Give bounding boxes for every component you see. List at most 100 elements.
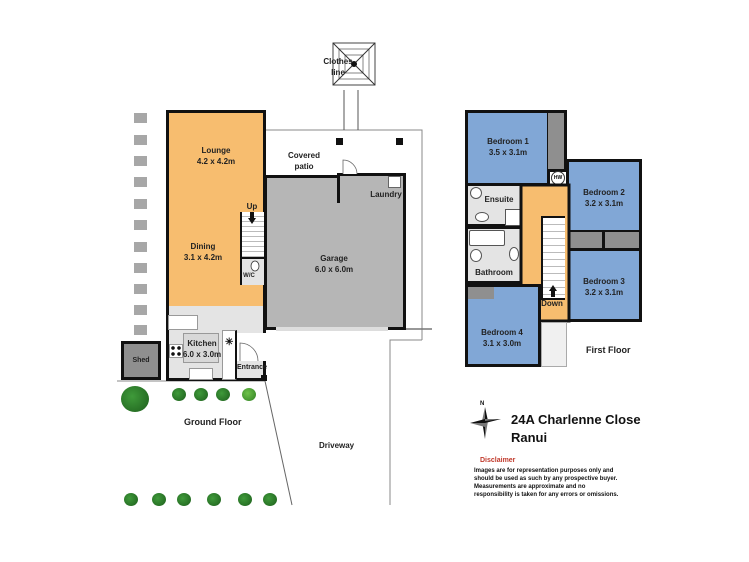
bathtub-icon: [469, 230, 505, 246]
first-floor-title: First Floor: [586, 345, 631, 355]
room-ensuite-label: Ensuite: [484, 195, 514, 204]
garage-name: Garage: [320, 254, 348, 263]
room-dining-label: Dining 3.1 x 4.2m: [178, 241, 228, 263]
paver: [134, 177, 147, 187]
kitchen-bench: [168, 315, 198, 330]
sink-icon: [189, 368, 213, 380]
basin-icon: [509, 247, 519, 261]
patio-post: [396, 138, 403, 145]
stairs-arrow-up-icon: [549, 285, 557, 297]
disclaimer-text: Images are for representation purposes o…: [474, 468, 619, 498]
garage-door-gap: [276, 327, 388, 331]
covered-patio-label-2: patio: [294, 162, 314, 171]
room-bedroom-2-label: Bedroom 2 3.2 x 3.1m: [579, 187, 629, 209]
paver: [134, 284, 147, 294]
covered-patio-label-1: Covered: [287, 151, 320, 160]
shrub-icon: [194, 388, 208, 401]
clothes-line-label-1: Clothes: [323, 57, 353, 66]
room-shed-label: Shed: [132, 357, 150, 364]
stairs-arrow-down-icon: [248, 212, 256, 224]
paver: [134, 242, 147, 252]
room-bedroom-2: [566, 159, 642, 233]
room-entrance-label: Entrance: [237, 364, 267, 371]
wardrobe-divider: [602, 232, 605, 249]
kitchen-side-bench: [222, 330, 237, 380]
paver: [134, 156, 147, 166]
kitchen-name: Kitchen: [187, 339, 217, 348]
room-laundry-label: Laundry: [370, 190, 402, 199]
shrub-icon: [263, 493, 277, 506]
bedroom-3-name: Bedroom 3: [583, 277, 625, 286]
entrance-door-icon: [239, 342, 259, 362]
address-line-1: 24A Charlenne Close: [511, 412, 641, 427]
toilet-icon: [250, 260, 260, 272]
toilet-icon: [470, 187, 482, 199]
stairs-up-label: Up: [246, 202, 258, 211]
hw-label: HW: [553, 175, 563, 181]
laundry-door-icon: [342, 159, 358, 175]
garage-size: 6.0 x 6.0m: [314, 265, 354, 274]
room-wc: [240, 257, 264, 285]
room-lounge-label: Lounge 4.2 x 4.2m: [186, 145, 246, 167]
bedroom-3-size: 3.2 x 3.1m: [584, 288, 624, 297]
clothes-line-label: Clothes line: [316, 56, 360, 78]
disclaimer-heading: Disclaimer: [480, 457, 516, 464]
stairs-down-label: Down: [541, 299, 563, 308]
room-shed: [121, 341, 161, 380]
address-title: 24A Charlenne Close Ranui: [511, 411, 641, 447]
garage-merge: [340, 176, 403, 180]
dining-name: Dining: [190, 242, 216, 251]
bedroom-4-name: Bedroom 4: [481, 328, 523, 337]
bedroom-1-wardrobe: [548, 110, 567, 172]
lounge-name: Lounge: [201, 146, 231, 155]
room-wc-label: W/C: [243, 273, 255, 279]
cooktop-icon: [169, 344, 183, 358]
tree-icon: [121, 386, 149, 412]
clothes-line-icon: [332, 42, 376, 86]
paver: [134, 263, 147, 273]
kitchen-island: [183, 333, 219, 363]
bedroom-1-size: 3.5 x 3.1m: [488, 148, 528, 157]
paver: [134, 305, 147, 315]
kitchen-size: 6.0 x 3.0m: [182, 350, 222, 359]
bedroom-2-size: 3.2 x 3.1m: [584, 199, 624, 208]
paver: [134, 220, 147, 230]
basin-icon: [475, 212, 489, 222]
lounge-size: 4.2 x 4.2m: [196, 157, 236, 166]
room-bedroom-4-label: Bedroom 4 3.1 x 3.0m: [477, 327, 527, 349]
driveway-label: Driveway: [319, 441, 355, 450]
room-kitchen-label: Kitchen 6.0 x 3.0m: [182, 338, 222, 360]
ground-floor-title: Ground Floor: [184, 417, 242, 427]
shrub-icon: [242, 388, 256, 401]
room-bathroom-label: Bathroom: [475, 268, 513, 277]
shrub-icon: [124, 493, 138, 506]
compass-icon: N: [470, 401, 501, 439]
shrub-icon: [172, 388, 186, 401]
bedroom-1-name: Bedroom 1: [487, 137, 529, 146]
shrub-icon: [238, 493, 252, 506]
bedroom-4-size: 3.1 x 3.0m: [482, 339, 522, 348]
laundry-tub-icon: [388, 176, 401, 188]
compass-north-label: N: [480, 401, 484, 407]
bedroom-2-name: Bedroom 2: [583, 188, 625, 197]
paver: [134, 199, 147, 209]
paver: [134, 135, 147, 145]
room-bedroom-1-label: Bedroom 1 3.5 x 3.1m: [483, 136, 533, 158]
entrance-post: [261, 375, 267, 381]
patio-post: [336, 138, 343, 145]
paver: [134, 325, 147, 335]
dining-size: 3.1 x 4.2m: [183, 253, 223, 262]
balcony: [541, 322, 567, 367]
clothes-line-label-2: line: [331, 68, 345, 77]
address-line-2: Ranui: [511, 430, 548, 445]
extractor-icon: ✳: [225, 337, 234, 348]
toilet-icon: [470, 249, 482, 262]
bedroom-4-wardrobe-inner: [468, 287, 494, 299]
shrub-icon: [207, 493, 221, 506]
covered-patio-label: Covered patio: [276, 150, 332, 172]
shrub-icon: [152, 493, 166, 506]
shrub-icon: [216, 388, 230, 401]
room-bedroom-3-label: Bedroom 3 3.2 x 3.1m: [579, 276, 629, 298]
shrub-icon: [177, 493, 191, 506]
